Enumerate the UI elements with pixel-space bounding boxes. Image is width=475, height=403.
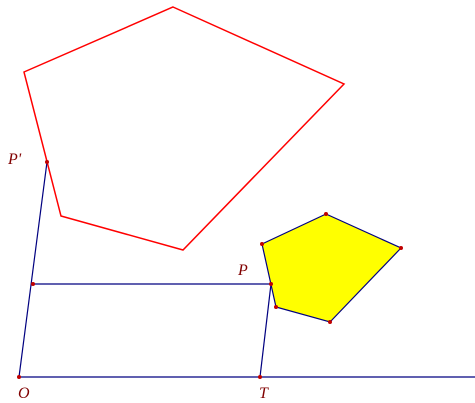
line-t-to-p <box>259 283 272 378</box>
point-p-prime[interactable] <box>45 160 49 164</box>
small-pentagon-vertex-4[interactable] <box>328 320 332 324</box>
large-pentagon[interactable] <box>23 6 346 251</box>
point-left-intersection[interactable] <box>31 282 35 286</box>
point-o[interactable] <box>17 375 21 379</box>
label-o: O <box>18 385 30 402</box>
small-pentagon-vertex-1[interactable] <box>260 242 264 246</box>
small-pentagon-vertex-2[interactable] <box>324 212 328 216</box>
point-p[interactable] <box>269 282 273 286</box>
label-t: T <box>259 385 269 402</box>
small-pentagon[interactable] <box>261 213 403 323</box>
point-t[interactable] <box>258 375 262 379</box>
small-pentagon-vertex-3[interactable] <box>399 246 403 250</box>
label-p: P <box>237 262 248 279</box>
small-pentagon-vertex-5[interactable] <box>274 305 278 309</box>
line-o-to-p-prime <box>18 161 48 378</box>
label-p-prime: P' <box>7 151 22 168</box>
